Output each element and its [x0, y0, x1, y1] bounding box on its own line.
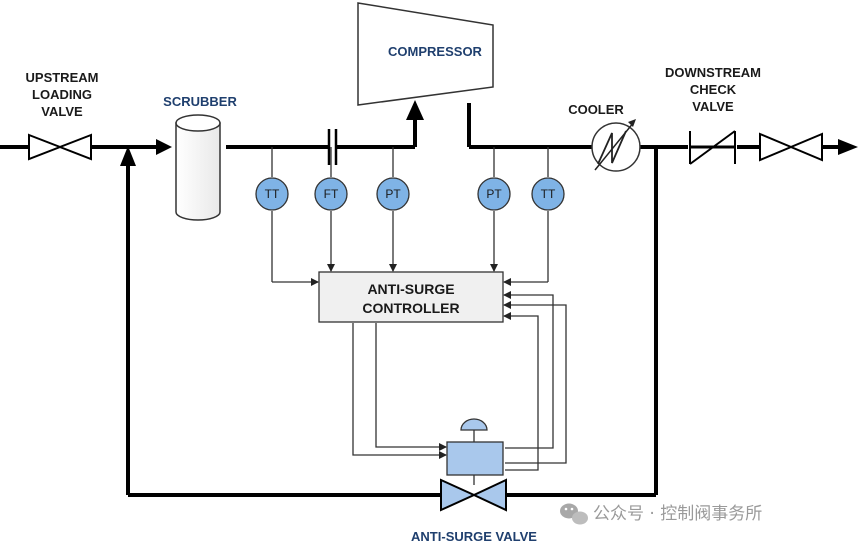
anti-surge-valve-label: ANTI-SURGE VALVE: [411, 529, 537, 544]
controller-label-line2: CONTROLLER: [362, 300, 459, 316]
downstream-check-valve: [689, 130, 736, 165]
instrument-suction-ft: FT: [314, 177, 348, 211]
anti-surge-valve: [440, 418, 507, 512]
wechat-icon: [560, 503, 588, 525]
process-piping: [0, 103, 840, 497]
downstream-label-line1: DOWNSTREAM: [665, 65, 761, 80]
watermark-text: 公众号 · 控制阀事务所: [593, 504, 762, 524]
cooler: [591, 119, 641, 172]
instrument-discharge-tt: TT: [531, 177, 565, 211]
upstream-label-line3: VALVE: [41, 104, 83, 119]
controller-label-line1: ANTI-SURGE: [367, 281, 454, 297]
watermark: 公众号 · 控制阀事务所: [560, 503, 762, 525]
downstream-label-line2: CHECK: [690, 82, 737, 97]
signal-lines: [271, 147, 567, 485]
anti-surge-controller: ANTI-SURGE CONTROLLER: [318, 271, 504, 323]
outlet-block-valve: [759, 132, 823, 162]
instrument-suction-pt: PT: [376, 177, 410, 211]
compressor-label: COMPRESSOR: [388, 44, 483, 59]
outlet-flow-arrow: [838, 139, 858, 155]
instrument-tag: FT: [324, 187, 339, 201]
cooler-label: COOLER: [568, 102, 624, 117]
instrument-tag: TT: [541, 187, 556, 201]
instrument-tag: TT: [265, 187, 280, 201]
suction-up-arrow: [406, 100, 424, 120]
compressor-body: [357, 2, 494, 106]
flow-orifice: [327, 129, 338, 165]
instrument-discharge-pt: PT: [477, 177, 511, 211]
upstream-valve-label: UPSTREAM LOADING VALVE: [26, 70, 99, 119]
scrubber-label: SCRUBBER: [163, 94, 237, 109]
scrubber-vessel: [175, 114, 221, 221]
instrument-tag: PT: [486, 187, 502, 201]
upstream-label-line2: LOADING: [32, 87, 92, 102]
downstream-valve-label: DOWNSTREAM CHECK VALVE: [665, 65, 761, 114]
upstream-label-line1: UPSTREAM: [26, 70, 99, 85]
upstream-loading-valve: [28, 133, 92, 161]
instrument-tag: PT: [385, 187, 401, 201]
downstream-label-line3: VALVE: [692, 99, 734, 114]
inlet-flow-arrow: [156, 139, 172, 155]
recycle-return-arrow: [120, 146, 136, 166]
instrument-suction-tt: TT: [255, 177, 289, 211]
